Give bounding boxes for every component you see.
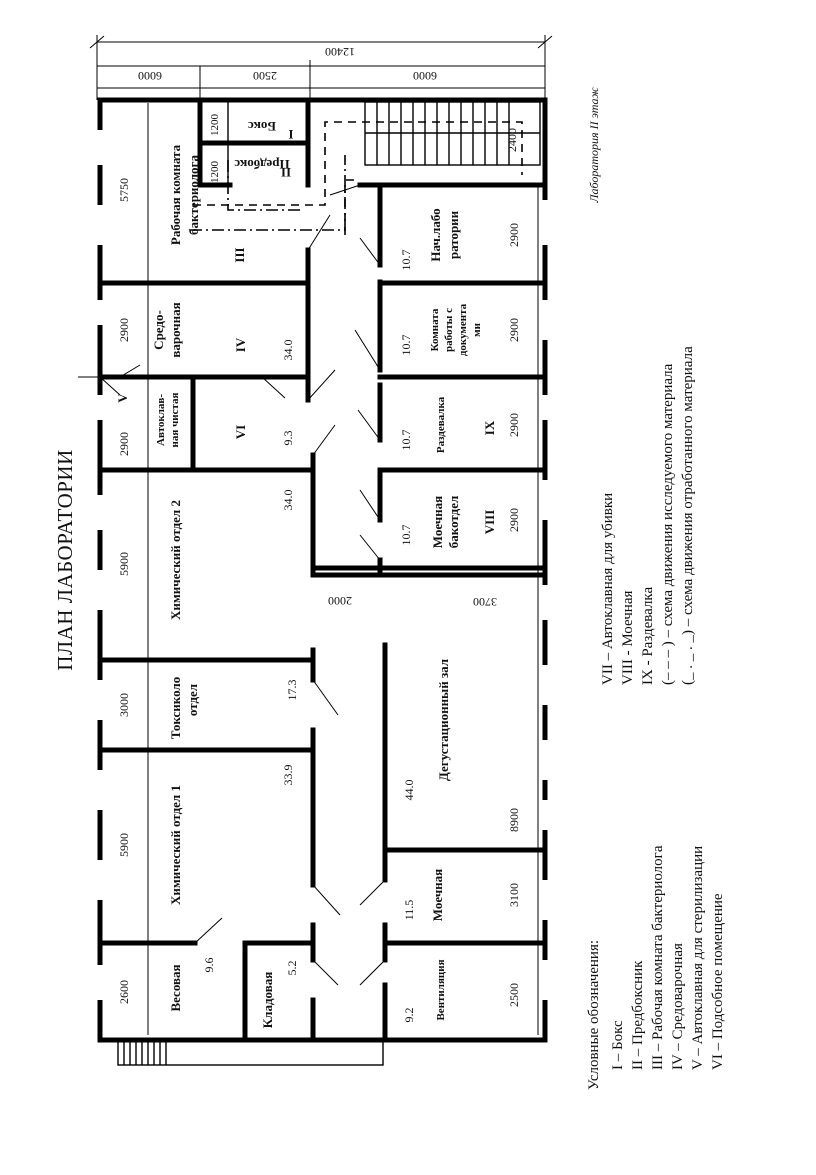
legend: Условные обозначения: I – Бокс II – Пред… [586, 346, 726, 1090]
room-washing-label: Моечная [430, 869, 445, 921]
dim-stair-width: 2400 [505, 128, 519, 152]
dim-left-bay-1: 5750 [117, 178, 131, 202]
legend-item-10: (– – – ) – схема движения исследуемого м… [660, 363, 676, 685]
room-workroom-roman: III [232, 247, 247, 262]
room-chem2-label: Химический отдел 2 [168, 500, 183, 620]
legend-item-5: V – Автоклавная для стерилизации [690, 846, 706, 1070]
legend-item-2: II – Предбоксник [630, 960, 646, 1070]
legend-item-3: III – Рабочая комната бактериолога [650, 845, 666, 1070]
room-toxicology-b: отдел [185, 684, 200, 716]
room-vi-roman: VI [233, 425, 248, 439]
dim-right-bay-4: 2900 [507, 508, 521, 532]
dim-box-depth-1: 1200 [209, 114, 221, 137]
room-washing-bac-b: бакотдел [446, 496, 461, 549]
dim-left-bay-7: 2600 [117, 980, 131, 1004]
staircase-bottom [117, 1039, 384, 1066]
legend-item-11: (_ . _ . _) – схема движения отработанно… [680, 346, 696, 685]
dim-left-bay-2: 2900 [117, 318, 131, 342]
dim-left-bay-5: 3000 [117, 693, 131, 717]
legend-item-1: I – Бокс [610, 1020, 626, 1070]
area-toxicology: 17.3 [285, 680, 299, 701]
floor-label: Лаборатория II этаж [587, 87, 601, 203]
dim-right-bay-1: 2900 [507, 223, 521, 247]
room-viii-roman: VIII [482, 510, 497, 535]
room-toxicology-a: Токсиколо [168, 677, 183, 739]
dim-right-bay-2: 2900 [507, 318, 521, 342]
legend-heading: Условные обозначения: [586, 940, 602, 1090]
legend-item-4: IV – Средоварочная [670, 943, 686, 1070]
room-head-a: Нач.лабо [428, 208, 443, 261]
room-v-roman: V [115, 393, 130, 403]
area-sredovarochnaya: 34.0 [281, 340, 295, 361]
legend-item-7: VII – Автоклавная для убивки [600, 493, 616, 685]
room-workroom-label-a: Рабочая комната [168, 144, 183, 245]
interior-walls [97, 97, 548, 1043]
dim-box-width: 2500 [253, 69, 277, 83]
room-autoclave-b: ная чистая [169, 392, 181, 447]
room-sredovarochnaya-b: варочная [168, 302, 183, 357]
staircase-top [364, 101, 541, 166]
plan-title: ПЛАН ЛАБОРАТОРИИ [53, 449, 77, 671]
dim-corridor-width: 2000 [328, 594, 352, 608]
door-swings [78, 184, 386, 986]
room-weighing-label: Весовая [168, 964, 183, 1011]
area-storeroom: 5.2 [285, 961, 299, 976]
windows [96, 130, 549, 1000]
area-ventilation: 9.2 [402, 1008, 416, 1023]
area-chem1: 33.9 [281, 765, 295, 786]
movement-schemes [190, 121, 523, 235]
room-washing-bac-a: Моечная [430, 496, 445, 548]
dim-right-wing: 6000 [413, 69, 437, 83]
dim-right-bay-7: 2500 [507, 983, 521, 1007]
room-iv-roman: IV [233, 337, 248, 352]
room-docs-c: документа [457, 303, 469, 356]
dim-right-bay-5: 8900 [507, 808, 521, 832]
room-storeroom-label: Кладовая [260, 972, 275, 1029]
room-changing-label: Раздевалка [435, 396, 447, 453]
area-tasting: 44.0 [402, 780, 416, 801]
dim-right-bay-6: 3100 [507, 883, 521, 907]
room-autoclave-a: Автоклав- [155, 394, 167, 446]
room-chem1-label: Химический отдел 1 [168, 785, 183, 905]
room-ventilation-label: Вентиляция [435, 959, 447, 1020]
dim-total: 12400 [325, 45, 355, 59]
dim-hall-height: 3700 [473, 595, 497, 609]
dim-right-bay-3: 2900 [507, 413, 521, 437]
area-washing: 11.5 [402, 900, 416, 921]
room-docs-a: Комната [429, 308, 441, 351]
dim-left-bay-4: 5900 [117, 552, 131, 576]
area-changing: 10.7 [399, 430, 413, 451]
dim-left-wing: 6000 [138, 69, 162, 83]
room-docs-b: работы с [443, 308, 455, 352]
room-workroom-label-b: бактериолога [186, 155, 201, 235]
legend-item-8: VIII - Моечная [620, 591, 636, 685]
area-chem2: 34.0 [281, 490, 295, 511]
dim-left-bay-3: 2900 [117, 432, 131, 456]
room-tasting-label: Дегустационный зал [436, 659, 451, 781]
area-vi: 9.3 [281, 431, 295, 446]
room-ix-roman: IX [482, 420, 497, 435]
room-box-label: Бокс [248, 119, 276, 134]
room-prebox-label: Предбокс [234, 157, 290, 172]
room-head-b: ратории [446, 210, 461, 259]
area-docs: 10.7 [399, 335, 413, 356]
room-sredovarochnaya-a: Средо- [151, 310, 166, 350]
dim-box-depth-2: 1200 [209, 161, 221, 184]
dim-left-bay-6: 5900 [117, 833, 131, 857]
legend-item-9: IX - Раздевалка [640, 587, 656, 685]
top-dimensions [89, 35, 553, 100]
room-box-roman: I [288, 127, 293, 142]
legend-item-6: VI – Подсобное помещение [710, 893, 726, 1070]
area-washing-bac: 10.7 [399, 525, 413, 546]
area-weighing: 9.6 [202, 958, 216, 973]
room-prebox-roman: II [281, 165, 291, 180]
area-head: 10.7 [399, 250, 413, 271]
room-docs-d: ми [471, 322, 483, 336]
